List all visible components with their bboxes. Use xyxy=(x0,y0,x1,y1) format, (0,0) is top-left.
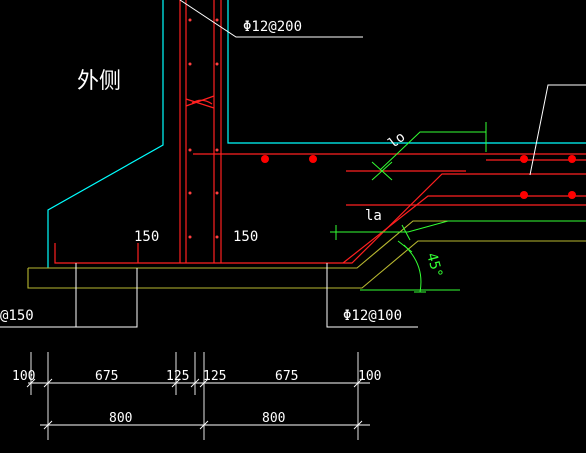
dim-tick xyxy=(199,420,209,430)
wall-outer-edge xyxy=(47,0,164,268)
la-label: la xyxy=(365,208,382,224)
dim-row1-text: 675 xyxy=(95,369,118,384)
wall-inner-edge xyxy=(227,0,586,144)
wall-dot xyxy=(215,148,219,152)
dim-150-left-label: 150 xyxy=(134,229,159,245)
concrete-outline xyxy=(47,0,586,268)
leader-bottom-right xyxy=(326,263,418,328)
dim-row1-text: 100 xyxy=(12,369,35,384)
dim-row1-text: 125 xyxy=(203,369,226,384)
green-dimension-graphics xyxy=(330,122,586,293)
wall-dot xyxy=(188,148,192,152)
dim-tick xyxy=(43,420,53,430)
lo-label: lo xyxy=(385,129,408,152)
rebar-dot xyxy=(261,155,269,163)
lo-dimension-line xyxy=(379,131,486,171)
cushion-top-line xyxy=(28,220,586,269)
wall-dot xyxy=(215,18,219,22)
wall-dot xyxy=(215,235,219,239)
dim-row2-text: 800 xyxy=(262,411,285,426)
dim-tick xyxy=(43,378,53,388)
bottom-rebar-left xyxy=(54,173,586,264)
rebar-dot xyxy=(520,191,528,199)
dim-tick xyxy=(190,378,200,388)
dim-tick xyxy=(353,420,363,430)
rebar-dots xyxy=(261,155,576,199)
cushion-layer xyxy=(27,220,586,289)
dim-tick xyxy=(26,378,36,388)
rebar-dot xyxy=(520,155,528,163)
dim-row1-text: 675 xyxy=(275,369,298,384)
rebar-dot xyxy=(309,155,317,163)
wall-dot xyxy=(188,18,192,22)
rebar-lines xyxy=(54,0,586,264)
wall-tie-bar xyxy=(185,95,215,109)
wall-dot xyxy=(188,191,192,195)
wall-dot xyxy=(215,62,219,66)
wall-dot xyxy=(188,62,192,66)
angle-tick-top xyxy=(397,240,413,253)
wall-dot xyxy=(215,191,219,195)
rebar-top-label: Φ12@200 xyxy=(243,19,302,35)
slab-bottom-rebar xyxy=(342,195,586,264)
leader-bottom-left-2 xyxy=(0,268,138,328)
leader-right xyxy=(529,84,586,176)
rebar-bottom-left-label: @150 xyxy=(0,308,34,324)
rebar-dot xyxy=(568,191,576,199)
dim-row1-text: 100 xyxy=(358,369,381,384)
angle-arc xyxy=(403,244,422,293)
dim-tick xyxy=(199,378,209,388)
lo-start-tick-b xyxy=(371,161,393,181)
wall-dot xyxy=(188,235,192,239)
dim-row2-text: 800 xyxy=(109,411,132,426)
dim-row1-text: 125 xyxy=(166,369,189,384)
dim-tick xyxy=(171,378,181,388)
leader-top xyxy=(179,0,363,38)
dim-150-right-label: 150 xyxy=(233,229,258,245)
outer-side-label: 外侧 xyxy=(77,69,121,94)
cushion-bottom-line xyxy=(27,240,586,289)
wall-small-dots xyxy=(188,18,219,239)
angle-label: 45° xyxy=(423,251,445,280)
leader-lines xyxy=(0,0,586,328)
dimension-chain xyxy=(26,352,370,440)
la-right-tick xyxy=(401,224,411,241)
rebar-bottom-right-label: Φ12@100 xyxy=(343,308,402,324)
rebar-dot xyxy=(568,155,576,163)
dim-tick xyxy=(353,378,363,388)
la-dimension-line xyxy=(330,220,586,233)
